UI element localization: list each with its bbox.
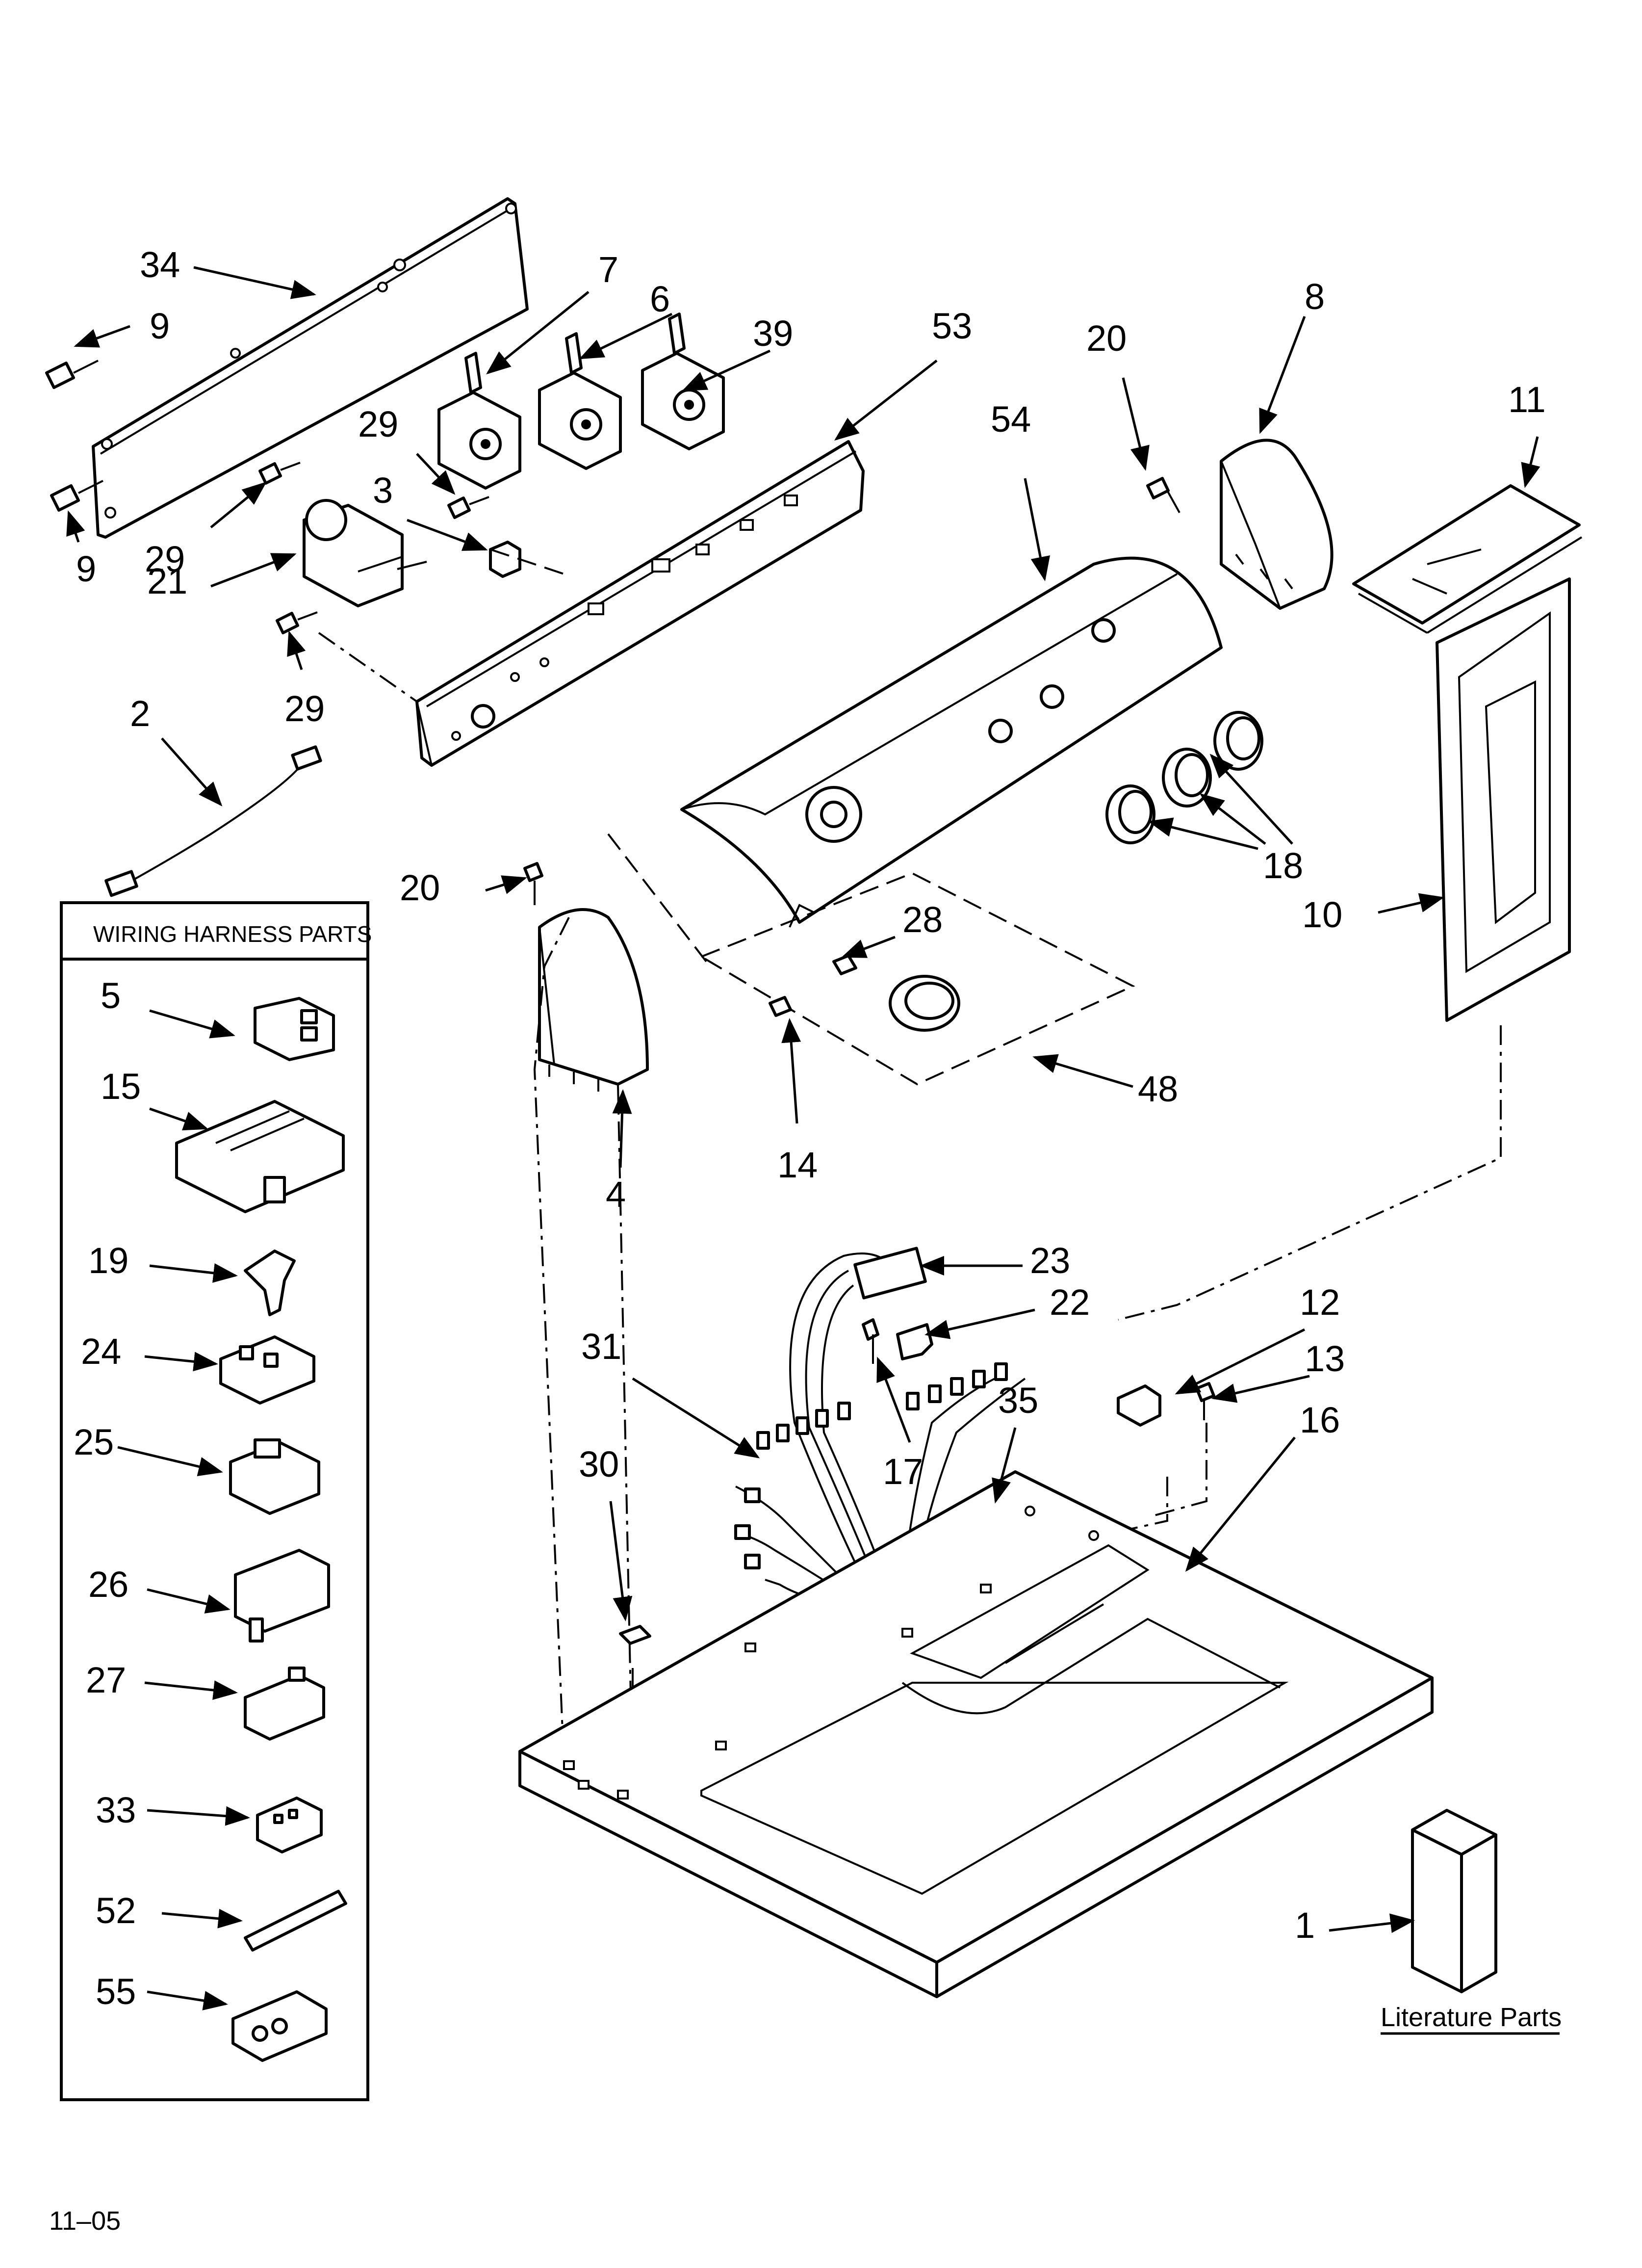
- top-panel-part: [518, 1470, 1434, 1998]
- clamp-part: [1117, 1384, 1161, 1427]
- date-code: 11–05: [49, 2206, 121, 2236]
- callout-25: 25: [74, 1422, 114, 1462]
- timer-knob-group: [699, 872, 1135, 1086]
- screw-part: [769, 996, 792, 1017]
- clip-part: [489, 541, 521, 578]
- rear-panel-part: [92, 197, 529, 539]
- callout-16: 16: [1300, 1400, 1340, 1440]
- callout-23: 23: [1030, 1240, 1070, 1281]
- connector-part-26: [234, 1549, 330, 1642]
- callout-8: 8: [1305, 276, 1325, 317]
- callout-12: 12: [1300, 1282, 1340, 1323]
- callout-14: 14: [777, 1145, 818, 1185]
- callout-20: 20: [400, 867, 440, 908]
- screw-part: [523, 477, 1180, 905]
- callout-9: 9: [150, 306, 170, 346]
- callout-5: 5: [101, 975, 121, 1016]
- callout-26: 26: [88, 1564, 128, 1605]
- callout-33: 33: [96, 1790, 136, 1830]
- callout-labels: 34 9 9 29 29 29 21 3 7 6 39 53 54 20 20 …: [74, 244, 1546, 2012]
- literature-part: [1411, 1809, 1497, 1993]
- screw-part: [1195, 1382, 1215, 1420]
- callout-39: 39: [753, 313, 793, 354]
- end-cap-part: [538, 908, 649, 1092]
- callout-55: 55: [96, 1971, 136, 2012]
- callout-34: 34: [140, 244, 180, 285]
- wiring-bundle-part: [734, 1247, 1026, 1649]
- callout-13: 13: [1305, 1338, 1345, 1379]
- callout-31: 31: [581, 1326, 621, 1367]
- callout-29: 29: [358, 404, 398, 444]
- literature-parts-label: Literature Parts: [1381, 2003, 1562, 2032]
- callout-27: 27: [86, 1660, 126, 1700]
- connector-part-5: [254, 997, 335, 1061]
- wiring-harness-box: WIRING HARNESS PARTS: [60, 901, 372, 2101]
- callout-21: 21: [147, 561, 187, 601]
- lint-screen-housing-part: [1436, 577, 1571, 1022]
- callout-6: 6: [650, 279, 670, 319]
- switch-part: [641, 313, 725, 450]
- connector-part-33: [256, 1797, 323, 1853]
- callout-17: 17: [883, 1451, 923, 1492]
- switch-part: [437, 352, 521, 490]
- screw-part: [45, 360, 103, 512]
- connector-part-55: [231, 1990, 328, 2062]
- callout-15: 15: [101, 1066, 141, 1107]
- callout-19: 19: [88, 1240, 128, 1281]
- timer-part: [303, 499, 427, 607]
- callout-28: 28: [902, 899, 943, 940]
- end-cap-part: [1220, 439, 1334, 610]
- callout-18: 18: [1263, 845, 1303, 886]
- screw-part: [258, 462, 489, 634]
- callout-22: 22: [1050, 1282, 1090, 1323]
- callout-24: 24: [81, 1331, 121, 1372]
- connector-part-27: [244, 1667, 325, 1741]
- callout-10: 10: [1302, 894, 1342, 935]
- callout-48: 48: [1138, 1069, 1178, 1109]
- callout-30: 30: [579, 1444, 619, 1485]
- callout-29: 29: [284, 688, 325, 729]
- console-part: [680, 556, 1223, 928]
- callout-9: 9: [76, 548, 96, 589]
- connector-part-24: [219, 1335, 315, 1405]
- connector-part-15: [175, 1100, 345, 1213]
- callout-52: 52: [96, 1890, 136, 1931]
- callout-54: 54: [991, 399, 1031, 440]
- terminal-part-52: [244, 1890, 347, 1952]
- clip-part-19: [244, 1250, 296, 1316]
- connector-part-25: [229, 1438, 320, 1515]
- callout-1: 1: [1295, 1905, 1315, 1946]
- callout-29: 29: [145, 539, 185, 579]
- callout-7: 7: [598, 249, 618, 290]
- switch-part: [538, 332, 622, 470]
- callout-20: 20: [1086, 318, 1127, 359]
- callout-arrows: [66, 266, 1540, 2010]
- callout-3: 3: [373, 470, 393, 511]
- mounting-bracket-part: [415, 440, 865, 767]
- callout-11: 11: [1508, 379, 1546, 420]
- callout-53: 53: [932, 306, 972, 346]
- callout-35: 35: [998, 1380, 1038, 1421]
- wire-part: [104, 745, 322, 897]
- wiring-box-title: WIRING HARNESS PARTS: [93, 921, 372, 947]
- callout-4: 4: [606, 1174, 626, 1215]
- clip-part: [619, 1625, 651, 1645]
- callout-2: 2: [130, 693, 150, 734]
- top-cover-part: [1352, 484, 1583, 634]
